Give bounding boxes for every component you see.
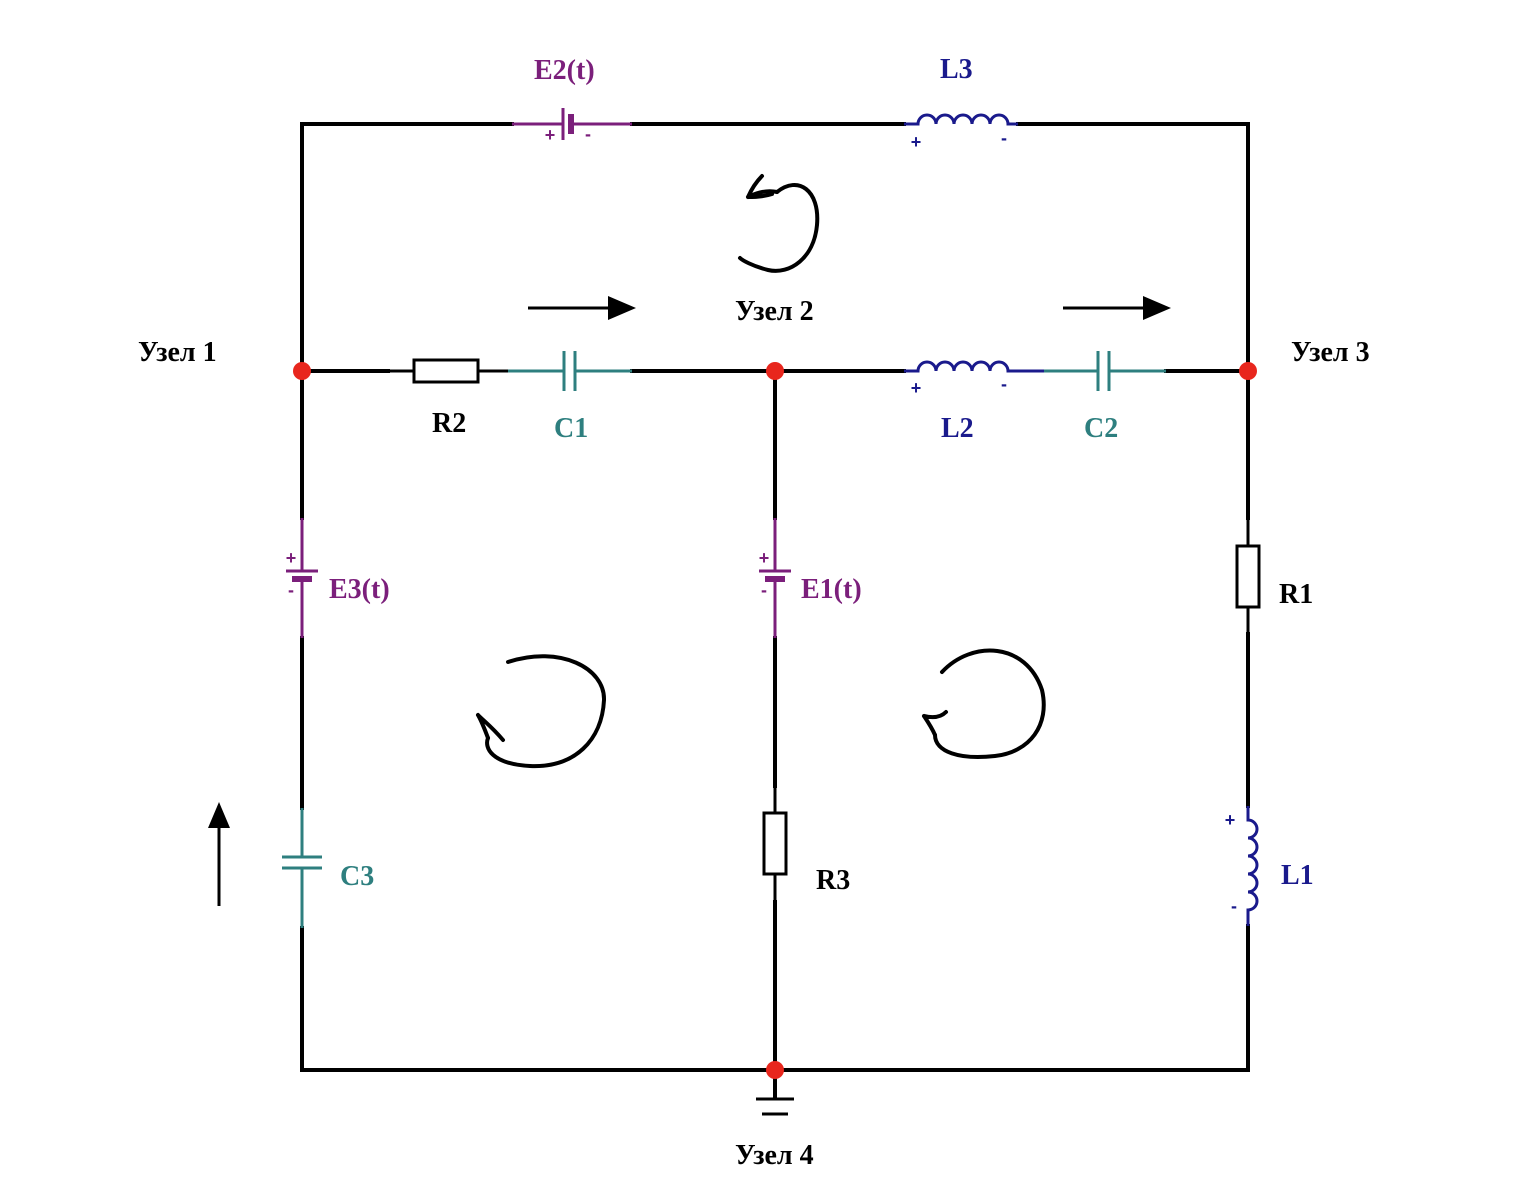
label-l2: L2: [941, 413, 974, 444]
node-label-1: Узел 1: [138, 337, 217, 368]
polarity-minus: -: [761, 580, 767, 600]
voltage-source-e2: [512, 108, 632, 140]
node-label-4: Узел 4: [735, 1140, 814, 1171]
voltage-source-e1: [759, 518, 791, 638]
polarity-plus: +: [911, 132, 922, 152]
label-e1: E1(t): [801, 574, 862, 605]
label-e3: E3(t): [329, 574, 390, 605]
capacitor-c2: [1044, 351, 1166, 391]
polarity-minus: -: [1231, 896, 1237, 916]
resistor-r2: [388, 358, 508, 384]
label-c3: C3: [340, 861, 374, 892]
loop-arrow-right: [922, 648, 1046, 759]
resistor-r1: [1235, 518, 1261, 634]
label-l1: L1: [1281, 860, 1314, 891]
label-e2: E2(t): [534, 55, 595, 86]
inductor-l3: [904, 113, 1018, 126]
polarity-plus: +: [545, 125, 556, 145]
polarity-plus: +: [286, 548, 297, 568]
label-r2: R2: [432, 408, 466, 439]
node-label-2: Узел 2: [735, 296, 814, 327]
node-dot-4: [766, 1061, 784, 1079]
label-c1: C1: [554, 413, 588, 444]
polarity-minus: -: [585, 124, 591, 144]
label-l3: L3: [940, 54, 973, 85]
label-r3: R3: [816, 865, 850, 896]
loop-arrow-top: [738, 174, 820, 273]
label-c2: C2: [1084, 413, 1118, 444]
label-r1: R1: [1279, 579, 1313, 610]
loop-arrow-left: [476, 654, 607, 769]
polarity-minus: -: [1001, 374, 1007, 394]
inductor-l1: [1246, 806, 1259, 926]
current-arrow-branch-r2-c1: [528, 296, 636, 320]
capacitor-c3: [282, 808, 322, 928]
node-dot-1: [293, 362, 311, 380]
node-dot-3: [1239, 362, 1257, 380]
node-label-3: Узел 3: [1291, 337, 1370, 368]
inductor-l2: [904, 360, 1044, 373]
capacitor-c1: [508, 351, 632, 391]
polarity-minus: -: [1001, 128, 1007, 148]
current-arrow-branch-l2-c2: [1063, 296, 1171, 320]
polarity-plus: +: [759, 548, 770, 568]
node-dot-2: [766, 362, 784, 380]
polarity-minus: -: [288, 580, 294, 600]
voltage-source-e3: [286, 518, 318, 638]
ground-symbol: [756, 1097, 794, 1116]
resistor-r3: [762, 786, 788, 902]
current-arrow-branch-e3-c3: [208, 802, 230, 906]
polarity-plus: +: [1225, 810, 1236, 830]
polarity-plus: +: [911, 378, 922, 398]
